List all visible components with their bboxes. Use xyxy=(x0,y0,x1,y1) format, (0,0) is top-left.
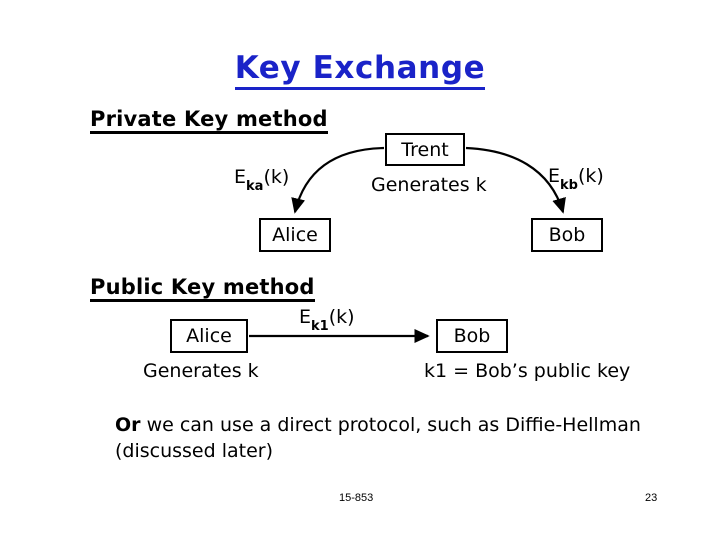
edge-label-ek1-subscript: k1 xyxy=(311,318,329,334)
node-bob-private-label: Bob xyxy=(548,224,586,246)
node-bob-public-label: Bob xyxy=(453,325,491,347)
closing-note: Or we can use a direct protocol, such as… xyxy=(115,412,675,464)
trent-generates-k-note: Generates k xyxy=(371,174,487,196)
node-bob-private[interactable]: Bob xyxy=(531,218,603,252)
node-alice-public[interactable]: Alice xyxy=(170,319,248,353)
edge-label-eka: Eka(k) xyxy=(234,166,290,194)
edge-label-ekb: Ekb(k) xyxy=(548,165,604,193)
footer-course-code: 15-853 xyxy=(339,492,374,504)
node-alice-private-label: Alice xyxy=(272,224,318,246)
edge-label-ekb-base: E xyxy=(548,165,561,187)
edge-label-ekb-tail: (k) xyxy=(577,165,604,187)
private-key-section-heading-text: Private Key method xyxy=(90,107,328,134)
node-alice-public-label: Alice xyxy=(186,325,232,347)
node-alice-private[interactable]: Alice xyxy=(259,218,331,252)
page-title-text: Key Exchange xyxy=(234,50,486,90)
bob-public-key-note: k1 = Bob’s public key xyxy=(424,360,631,382)
edge-label-ek1-base: E xyxy=(299,306,312,328)
public-key-section-heading: Public Key method xyxy=(90,275,315,302)
edge-label-ek1: Ek1(k) xyxy=(299,306,355,334)
node-trent-label: Trent xyxy=(401,138,449,161)
edge-label-ekb-subscript: kb xyxy=(560,177,578,193)
edge-label-ek1-tail: (k) xyxy=(328,306,355,328)
edge-label-eka-base: E xyxy=(234,166,247,188)
node-bob-public[interactable]: Bob xyxy=(436,319,508,353)
closing-note-lead: Or xyxy=(115,414,141,436)
node-trent[interactable]: Trent xyxy=(385,133,465,166)
footer-page-number: 23 xyxy=(645,492,658,504)
private-key-section-heading: Private Key method xyxy=(90,107,328,134)
public-key-section-heading-text: Public Key method xyxy=(90,275,315,302)
edge-label-eka-subscript: ka xyxy=(246,178,264,194)
edge-label-eka-tail: (k) xyxy=(263,166,290,188)
alice-generates-k-note: Generates k xyxy=(143,360,259,382)
page-title: Key Exchange xyxy=(0,50,720,90)
closing-note-rest: we can use a direct protocol, such as Di… xyxy=(115,414,641,462)
